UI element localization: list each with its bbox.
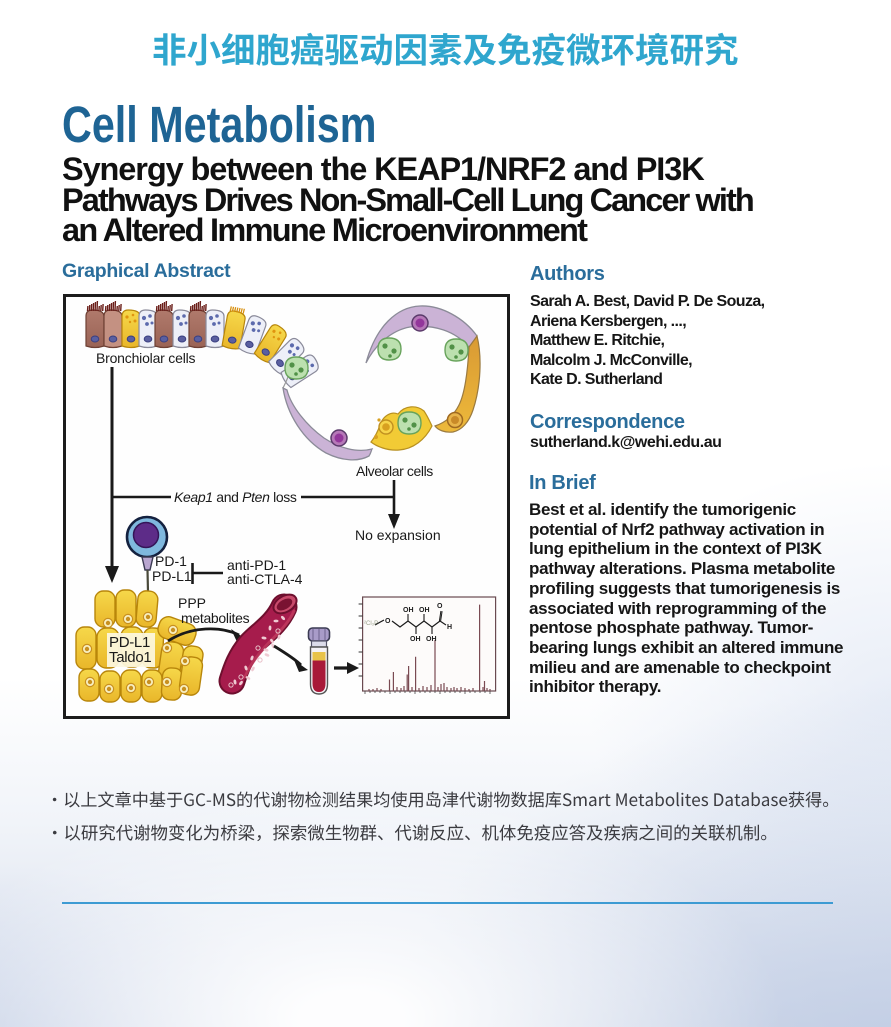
svg-text:H: H: [447, 624, 452, 631]
svg-text:OH: OH: [410, 636, 421, 643]
svg-text:anti-PD-1: anti-PD-1: [227, 557, 286, 573]
svg-text:O: O: [437, 603, 443, 610]
svg-text:OH: OH: [426, 636, 437, 643]
svg-text:anti-CTLA-4: anti-CTLA-4: [227, 571, 303, 587]
svg-text:PD-1: PD-1: [155, 553, 187, 569]
svg-text:Taldo1: Taldo1: [109, 649, 151, 666]
svg-text:²Cl₃P: ²Cl₃P: [364, 621, 378, 627]
svg-text:Bronchiolar cells: Bronchiolar cells: [96, 350, 196, 366]
svg-text:O: O: [385, 618, 391, 625]
svg-text:OH: OH: [419, 607, 430, 614]
svg-text:Alveolar cells: Alveolar cells: [356, 463, 433, 479]
svg-text:No expansion: No expansion: [355, 527, 441, 543]
svg-text:PPP: PPP: [178, 595, 206, 611]
svg-text:PD-L1: PD-L1: [152, 568, 192, 584]
svg-text:OH: OH: [403, 607, 414, 614]
svg-text:PD-L1: PD-L1: [109, 634, 150, 651]
svg-text:Keap1 and Pten loss: Keap1 and Pten loss: [174, 489, 297, 505]
svg-text:metabolites: metabolites: [181, 610, 250, 626]
